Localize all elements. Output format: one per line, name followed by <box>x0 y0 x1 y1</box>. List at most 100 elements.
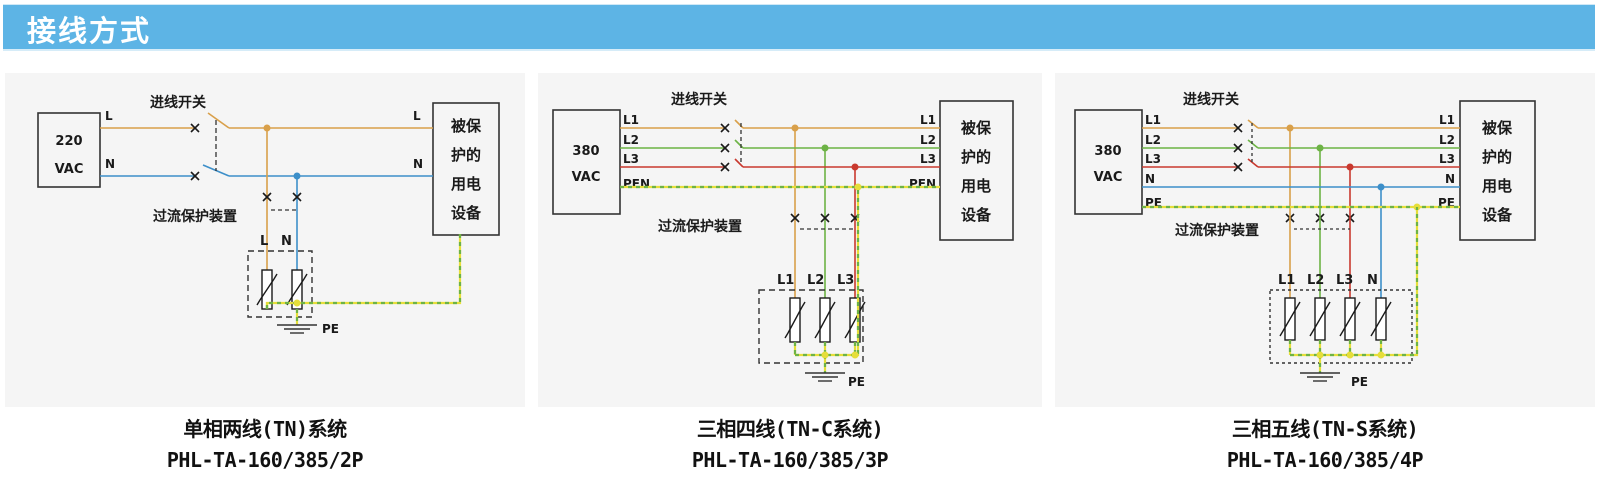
pe-wire <box>1290 207 1419 357</box>
spd-module-outline <box>758 289 864 364</box>
varistor-slash <box>1309 301 1331 337</box>
varistor-slash <box>844 301 866 339</box>
line-label-L-equip: L <box>413 109 421 123</box>
protected-equipment-label: 被保 <box>1482 119 1513 137</box>
line-label-L1-equip: L1 <box>1439 113 1455 127</box>
spd-pole-label: N <box>1367 273 1378 288</box>
line-label-L3-equip: L3 <box>1439 152 1455 166</box>
spd-module-outline <box>247 250 313 318</box>
breaker-x-mark <box>1233 162 1243 172</box>
switch-blade-L <box>207 112 230 129</box>
overcurrent-device-label: 过流保护装置 <box>658 218 742 235</box>
junction-dot-PE <box>1346 351 1354 359</box>
spd-pole-label: L3 <box>837 273 854 288</box>
protected-equipment-label: 用电 <box>1482 177 1512 195</box>
line-label-PEN: PEN <box>623 177 650 191</box>
line-label-PEN-equip: PEN <box>909 177 936 191</box>
line-label-L3: L3 <box>1145 152 1161 166</box>
protected-equipment-label: 用电 <box>961 177 991 195</box>
breaker-x-mark <box>720 162 730 172</box>
incoming-switch-label: 进线开关 <box>1183 91 1239 108</box>
protected-equipment-label: 护的 <box>1482 148 1512 166</box>
caption-three-phase-four-wire: 三相四线(TN-C系统) PHL-TA-160/385/3P <box>538 414 1042 476</box>
source-box <box>552 109 621 215</box>
ground-label: PE <box>322 322 339 336</box>
protected-equipment-label: 设备 <box>451 204 482 222</box>
source-unit-label: VAC <box>572 170 601 185</box>
line-label-L2: L2 <box>623 133 639 147</box>
source-unit-label: VAC <box>1094 170 1123 185</box>
model-number: PHL-TA-160/385/3P <box>691 448 889 472</box>
spd-pole-label: L2 <box>807 273 824 288</box>
junction-dot-PE <box>293 299 301 307</box>
ground-label: PE <box>1351 375 1368 389</box>
line-label-N: N <box>1145 172 1155 186</box>
switch-blade-L2 <box>1247 139 1259 149</box>
overcurrent-device-label: 过流保护装置 <box>1175 222 1259 239</box>
spd-pole-label: N <box>281 234 292 249</box>
source-box <box>1074 109 1143 215</box>
switch-blade-L1 <box>734 119 744 129</box>
line-label-L3-equip: L3 <box>920 152 936 166</box>
spd-pole-label: L1 <box>1278 273 1295 288</box>
line-label-L2-equip: L2 <box>920 133 936 147</box>
source-voltage-label: 380 <box>1094 144 1121 159</box>
line-label-L1: L1 <box>1145 113 1161 127</box>
protected-equipment-label: 设备 <box>961 206 992 224</box>
section-header: 接线方式 <box>3 4 1595 51</box>
breaker-x-mark <box>1233 123 1243 133</box>
line-label-N-equip: N <box>413 157 423 171</box>
line-label-L2: L2 <box>1145 133 1161 147</box>
protected-equipment-box <box>432 102 500 236</box>
source-box <box>37 112 101 188</box>
model-number: PHL-TA-160/385/4P <box>1226 448 1424 472</box>
line-label-L: L <box>105 109 113 123</box>
source-voltage-label: 380 <box>572 144 599 159</box>
model-number: PHL-TA-160/385/2P <box>166 448 364 472</box>
line-label-L1: L1 <box>623 113 639 127</box>
spd-pole-label: L1 <box>777 273 794 288</box>
source-unit-label: VAC <box>55 162 84 177</box>
breaker-x-mark <box>190 171 200 181</box>
junction-dot-PE <box>851 351 859 359</box>
spd-pole-label: L2 <box>1307 273 1324 288</box>
line-label-L3: L3 <box>623 152 639 166</box>
line-label-N-equip: N <box>1445 172 1455 186</box>
junction-dot-PE <box>1377 351 1385 359</box>
system-name: 单相两线(TN)系统 <box>183 417 347 441</box>
protected-equipment-box <box>1459 100 1536 241</box>
breaker-x-mark <box>262 192 272 202</box>
incoming-switch-label: 进线开关 <box>671 91 727 108</box>
varistor-slash <box>1279 301 1301 337</box>
protected-equipment-label: 护的 <box>451 146 481 164</box>
varistor-slash <box>256 273 278 306</box>
section-title: 接线方式 <box>27 14 152 48</box>
varistor-slash <box>1339 301 1361 337</box>
system-name: 三相五线(TN-S系统) <box>1231 417 1419 441</box>
breaker-x-mark <box>292 192 302 202</box>
line-label-N: N <box>105 157 115 171</box>
breaker-x-mark <box>720 123 730 133</box>
switch-blade-L3 <box>734 158 744 168</box>
junction-dot-PE <box>821 351 829 359</box>
spd-pole-label: L3 <box>1336 273 1353 288</box>
line-label-L2-equip: L2 <box>1439 133 1455 147</box>
line-label-L1-equip: L1 <box>920 113 936 127</box>
caption-three-phase-five-wire: 三相五线(TN-S系统) PHL-TA-160/385/4P <box>1055 414 1595 476</box>
caption-single-phase: 单相两线(TN)系统 PHL-TA-160/385/2P <box>5 414 525 476</box>
breaker-x-mark <box>790 213 800 223</box>
protected-equipment-label: 被保 <box>451 117 482 135</box>
varistor-slash <box>814 301 836 339</box>
junction-dot-PE <box>1316 351 1324 359</box>
breaker-x-mark <box>190 123 200 133</box>
varistor-slash <box>784 301 806 339</box>
varistor-slash <box>1370 301 1392 337</box>
overcurrent-device-label: 过流保护装置 <box>153 208 237 225</box>
protected-equipment-label: 被保 <box>961 119 992 137</box>
